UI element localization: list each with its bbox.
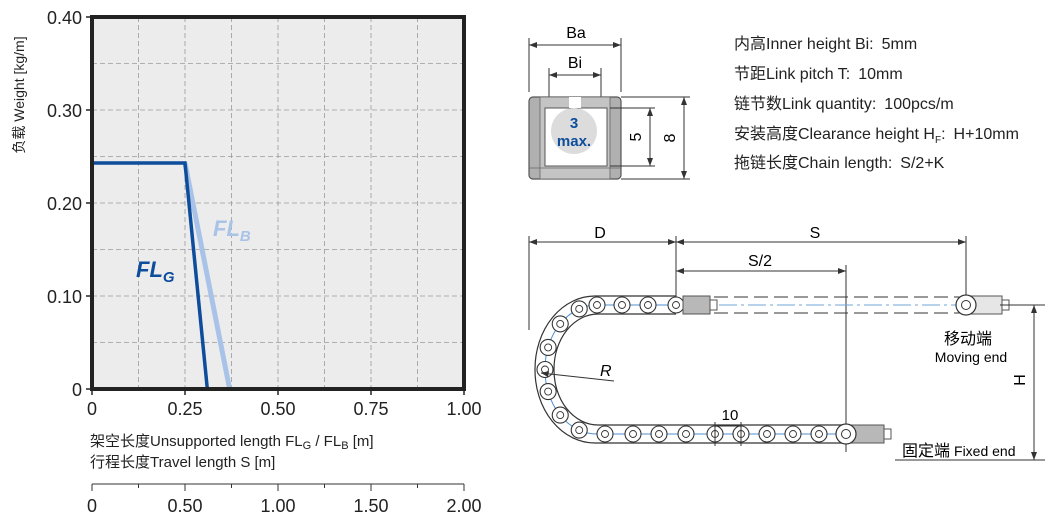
inner-height-label: 5 bbox=[628, 132, 645, 141]
chain-pin-hole bbox=[629, 430, 637, 438]
x-tick-label: 0 bbox=[87, 399, 97, 419]
chain-inner-edge bbox=[553, 313, 846, 426]
x-tick-label: 1.00 bbox=[446, 399, 481, 419]
x2-tick-label: 1.50 bbox=[353, 496, 388, 516]
moving-end-en: Moving end bbox=[935, 349, 1007, 365]
chain-pin-hole bbox=[618, 301, 626, 309]
cross-section-diagram: Ba Bi 3 max. 5 8 bbox=[528, 25, 690, 180]
spec-link-quantity: 链节数Link quantity:100pcs/m bbox=[734, 96, 954, 113]
chain-pin-hole bbox=[544, 387, 553, 396]
badge-number: 3 bbox=[570, 115, 578, 132]
chain-pin-hole bbox=[544, 343, 553, 352]
y-axis-label: 负载 Weight [kg/m] bbox=[11, 36, 27, 153]
y-tick-labels: 0 0.10 0.20 0.30 0.40 bbox=[47, 8, 92, 400]
ba-label: Ba bbox=[566, 25, 586, 42]
y-tick-label: 0.40 bbox=[47, 8, 82, 28]
chain-pin-hole bbox=[815, 430, 823, 438]
radius-leader bbox=[540, 372, 615, 382]
x-tick-label: 0.75 bbox=[353, 399, 388, 419]
chain-centerline bbox=[544, 304, 846, 435]
spec-link-pitch: 节距Link pitch T:10mm bbox=[734, 66, 903, 83]
y-tick-label: 0.10 bbox=[47, 287, 82, 307]
series-line-flb bbox=[182, 162, 233, 390]
chain-pin-hole bbox=[789, 430, 797, 438]
series-layer bbox=[92, 161, 233, 390]
h-label: H bbox=[1012, 374, 1029, 386]
chain-pin-hole bbox=[575, 304, 584, 313]
series-label-flb: FLB bbox=[213, 216, 251, 245]
x2-tick-label: 0 bbox=[87, 496, 97, 516]
bi-label: Bi bbox=[568, 55, 582, 72]
chain-pin-hole bbox=[575, 426, 584, 435]
series-line-flg bbox=[92, 161, 210, 390]
radius-label: R bbox=[600, 363, 612, 380]
chain-pin-hole bbox=[644, 301, 652, 309]
x-axis-label-travel: 行程长度Travel length S [m] bbox=[90, 454, 275, 471]
chain-pin-hole bbox=[593, 301, 601, 309]
cable-badge bbox=[551, 108, 597, 154]
s2-label: S/2 bbox=[748, 253, 772, 270]
chain-layout-diagram: D S S/2 R 10 bbox=[528, 225, 1045, 461]
chain-pin-hole bbox=[763, 430, 771, 438]
chain-pin-hole bbox=[682, 430, 690, 438]
chain-pin-hole bbox=[556, 319, 565, 328]
series-label-flg: FLG bbox=[136, 257, 175, 286]
chain-pin-hole bbox=[601, 430, 609, 438]
x2-tick-label: 2.00 bbox=[446, 496, 481, 516]
spec-chain-length: 拖链长度Chain length:S/2+K bbox=[734, 155, 945, 172]
pitch-label: 10 bbox=[722, 407, 739, 424]
x2-tick-label: 0.50 bbox=[167, 496, 202, 516]
badge-text: max. bbox=[557, 133, 591, 150]
travel-axis-ticks: 0 0.50 1.00 1.50 2.00 bbox=[87, 484, 482, 516]
chain-outer-edge bbox=[534, 295, 846, 444]
spec-inner-height: 内高Inner height Bi:5mm bbox=[734, 36, 918, 53]
s-label: S bbox=[810, 225, 821, 242]
moving-end-cn: 移动端 bbox=[944, 330, 992, 348]
x-tick-labels: 0 0.25 0.50 0.75 1.00 bbox=[87, 389, 482, 419]
x-axis-label: 架空长度Unsupported length FLG / FLB [m] bbox=[90, 433, 374, 452]
y-tick-label: 0.20 bbox=[47, 194, 82, 214]
outer-height-label: 8 bbox=[662, 133, 679, 142]
x-tick-label: 0.50 bbox=[260, 399, 295, 419]
x-tick-label: 0.25 bbox=[167, 399, 202, 419]
d-label: D bbox=[594, 225, 606, 242]
y-tick-label: 0 bbox=[72, 380, 82, 400]
chain-pin-hole bbox=[556, 411, 565, 420]
chain-pin-hole bbox=[655, 430, 663, 438]
y-tick-label: 0.30 bbox=[47, 101, 82, 121]
upper-bracket bbox=[682, 295, 711, 315]
chain-pins bbox=[536, 296, 828, 443]
grid-lines bbox=[92, 17, 464, 389]
spec-clearance-height: 安装高度Clearance height HF:H+10mm bbox=[734, 126, 1019, 147]
x2-tick-label: 1.00 bbox=[260, 496, 295, 516]
chain-pin-hole bbox=[672, 301, 680, 309]
